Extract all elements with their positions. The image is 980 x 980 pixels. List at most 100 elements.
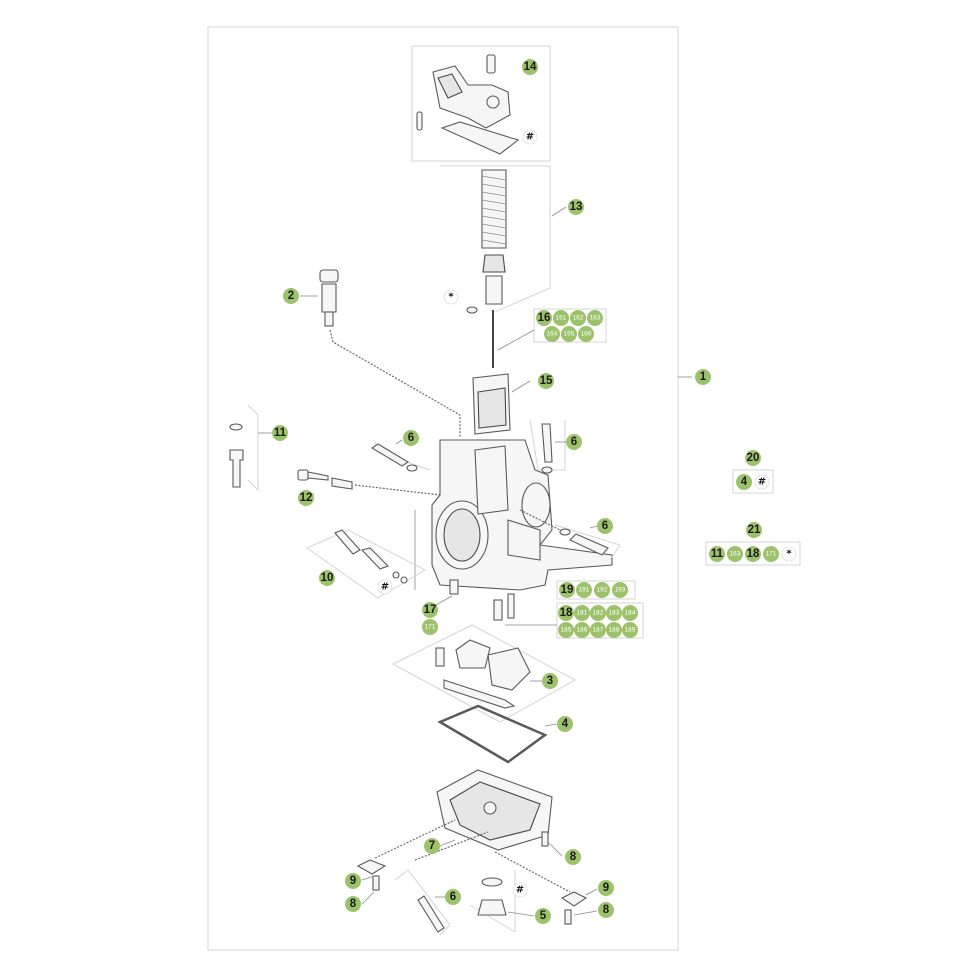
callout-6-middle-right[interactable]: 6	[597, 518, 613, 534]
svg-text:192: 192	[597, 587, 608, 594]
callout-11[interactable]: 11	[272, 425, 288, 441]
callout-162[interactable]: 162	[570, 310, 586, 326]
hash-mark-10: #	[377, 579, 393, 595]
callout-192[interactable]: 192	[594, 582, 610, 598]
air-screw-part	[297, 469, 353, 490]
callout-164[interactable]: 164	[544, 326, 560, 342]
callout-1[interactable]: 1	[695, 369, 711, 385]
needle-valve-part	[334, 529, 408, 584]
svg-text:18: 18	[747, 548, 760, 560]
svg-text:*: *	[786, 549, 792, 560]
svg-text:2: 2	[288, 290, 294, 302]
svg-text:10: 10	[321, 572, 334, 584]
callout-13[interactable]: 13	[568, 199, 584, 215]
jet-6d-part	[417, 895, 445, 933]
callout-171[interactable]: 171	[422, 619, 438, 635]
callout-20[interactable]: 20	[745, 450, 761, 466]
callout-186[interactable]: 186	[574, 622, 590, 638]
callout-5[interactable]: 5	[535, 908, 551, 924]
callout-185[interactable]: 185	[558, 622, 574, 638]
callout-165[interactable]: 165	[561, 326, 577, 342]
svg-text:11: 11	[711, 548, 724, 560]
callout-181[interactable]: 181	[574, 605, 590, 621]
hash-mark-5: #	[512, 882, 528, 898]
callout-188[interactable]: 188	[606, 622, 622, 638]
part-3-box	[391, 624, 577, 723]
callout-182[interactable]: 182	[590, 605, 606, 621]
svg-text:187: 187	[593, 627, 604, 634]
callout-10[interactable]: 10	[319, 570, 335, 586]
callout-4[interactable]: 4	[557, 716, 573, 732]
kit-20-item-4[interactable]: 4	[736, 474, 752, 490]
callout-6-upper-right[interactable]: 6	[566, 434, 582, 450]
kit-21-item-11[interactable]: 11	[709, 546, 725, 562]
carburetor-body	[431, 439, 613, 591]
gasket-4-part	[437, 704, 548, 764]
part-13-box	[494, 166, 551, 313]
jet-6b-part	[541, 423, 553, 463]
svg-text:9: 9	[350, 875, 356, 887]
spring-and-slide	[466, 169, 507, 368]
svg-text:189: 189	[625, 627, 636, 634]
callout-163[interactable]: 163	[587, 310, 603, 326]
svg-text:165: 165	[564, 331, 575, 338]
callout-17[interactable]: 17	[422, 602, 438, 618]
callout-7[interactable]: 7	[424, 838, 440, 854]
kit-21-item-18[interactable]: 18	[745, 546, 761, 562]
callout-161[interactable]: 161	[553, 310, 569, 326]
callout-19[interactable]: 19	[559, 582, 575, 598]
svg-text:16: 16	[538, 312, 551, 324]
screw-8b-part	[541, 831, 549, 847]
callout-6-lower[interactable]: 6	[445, 889, 461, 905]
svg-text:18: 18	[560, 607, 573, 619]
jet-6a-part	[370, 443, 410, 467]
drain-plug-5-part	[477, 899, 507, 916]
svg-text:1: 1	[700, 371, 707, 383]
svg-text:188: 188	[609, 627, 620, 634]
star-mark-13: *	[443, 289, 459, 305]
svg-text:12: 12	[300, 492, 313, 504]
callout-9-left[interactable]: 9	[345, 873, 361, 889]
dashed-guide-2	[329, 329, 461, 438]
callout-187[interactable]: 187	[590, 622, 606, 638]
callout-189[interactable]: 189	[622, 622, 638, 638]
callout-166[interactable]: 166	[578, 326, 594, 342]
svg-text:17: 17	[424, 604, 437, 616]
svg-text:184: 184	[625, 610, 636, 617]
kit-21-item-171[interactable]: 171	[763, 546, 779, 562]
callout-184[interactable]: 184	[622, 605, 638, 621]
callout-193[interactable]: 193	[612, 582, 628, 598]
callout-8-right-lower[interactable]: 8	[598, 902, 614, 918]
svg-text:#: #	[381, 582, 389, 593]
callout-3[interactable]: 3	[542, 673, 558, 689]
svg-text:166: 166	[581, 331, 592, 338]
callout-18[interactable]: 18	[558, 605, 574, 621]
callout-6-upper-left[interactable]: 6	[403, 430, 419, 446]
svg-text:11: 11	[274, 427, 287, 439]
callout-183[interactable]: 183	[606, 605, 622, 621]
svg-text:162: 162	[573, 315, 584, 322]
callout-2[interactable]: 2	[283, 288, 299, 304]
kit-21-item-163[interactable]: 163	[727, 546, 743, 562]
callout-21[interactable]: 21	[746, 522, 762, 538]
callout-12[interactable]: 12	[298, 490, 314, 506]
svg-text:7: 7	[429, 840, 435, 852]
callout-9-right[interactable]: 9	[598, 880, 614, 896]
oring-5-part	[481, 877, 503, 887]
jet-6c-part	[569, 533, 609, 556]
svg-text:9: 9	[603, 882, 609, 894]
callout-16[interactable]: 16	[536, 310, 552, 326]
svg-text:8: 8	[570, 851, 577, 863]
callout-8-right-upper[interactable]: 8	[565, 849, 581, 865]
svg-text:182: 182	[593, 610, 604, 617]
throttle-lever-part	[416, 54, 520, 155]
clip-9b-part	[560, 891, 588, 907]
kit-20-box	[732, 469, 774, 494]
callout-14[interactable]: 14	[522, 59, 538, 75]
callout-8-left[interactable]: 8	[345, 896, 361, 912]
svg-text:8: 8	[603, 904, 610, 916]
svg-text:#: #	[516, 885, 524, 896]
callout-15[interactable]: 15	[538, 373, 554, 389]
callout-191[interactable]: 191	[576, 582, 592, 598]
